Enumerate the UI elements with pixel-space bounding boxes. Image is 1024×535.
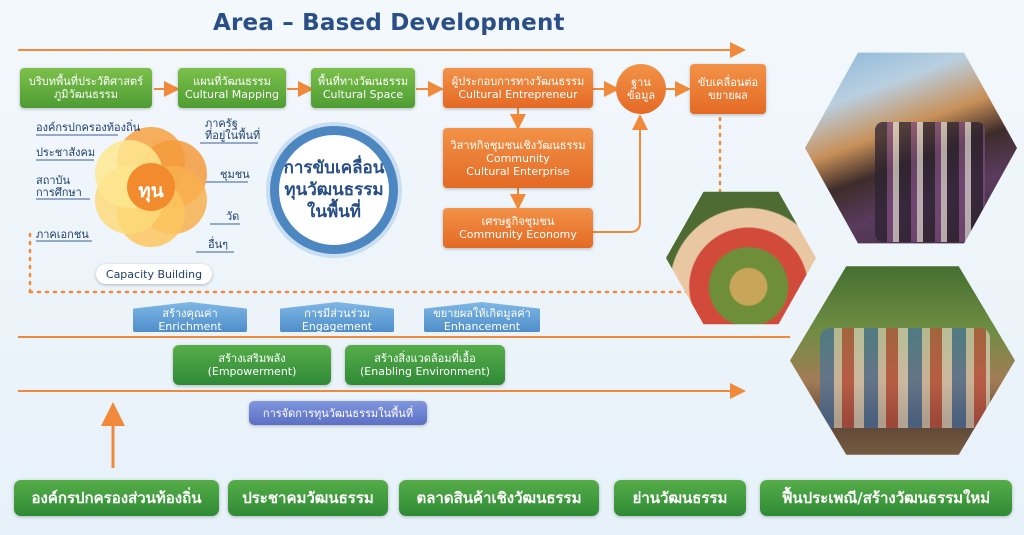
bottom-cultural-market: ตลาดสินค้าเชิงวัฒนธรรม: [399, 480, 599, 516]
capital-label-civil-society: ประชาสังคม: [36, 146, 96, 159]
capital-label-in-area: ที่อยู่ในพื้นที่: [205, 129, 261, 142]
stage-enhancement: ขยายผลให้เกิดมูลค่า Enhancement: [424, 302, 540, 332]
capital-label-education: การศึกษา: [36, 186, 82, 199]
stage-enhancement-th: ขยายผลให้เกิดมูลค่า: [433, 306, 531, 320]
box-empowerment: สร้างเสริมพลัง (Empowerment): [173, 345, 331, 385]
bottom-cultural-community: ประชาคมวัฒนธรรม: [228, 480, 388, 516]
driving-line2: ทุนวัฒนธรรม: [284, 180, 384, 200]
box-enterprise-th: วิสาหกิจชุมชนเชิงวัฒนธรรม: [450, 138, 586, 152]
arrow-up-curve: [593, 114, 648, 233]
driving-line1: การขับเคลื่อน: [283, 158, 385, 178]
box-cultural-entrepreneur: ผู้ประกอบการทางวัฒนธรรม Cultural Entrepr…: [443, 68, 593, 108]
capacity-building-label: Capacity Building: [96, 264, 212, 284]
box-entrepreneur-en: Cultural Entrepreneur: [458, 88, 578, 101]
empower-th: สร้างเสริมพลัง: [218, 352, 286, 365]
box-enterprise-en2: Cultural Enterprise: [466, 164, 570, 178]
driving-line3: ในพื้นที่: [307, 202, 361, 222]
photo-hex-children: [790, 266, 1015, 455]
stage-enhancement-en: Enhancement: [443, 319, 521, 333]
capital-label-temple: วัด: [226, 210, 240, 223]
diagram-title: Area – Based Development: [213, 10, 565, 36]
capital-label-institution: สถาบัน: [36, 174, 71, 187]
driving-capital-circle: การขับเคลื่อน ทุนวัฒนธรรม ในพื้นที่: [270, 126, 398, 254]
box-mapping-th: แผนที่วัฒนธรรม: [193, 75, 271, 88]
box-cultural-enterprise: วิสาหกิจชุมชนเชิงวัฒนธรรม Community Cult…: [443, 128, 593, 188]
box-space-th: พื้นที่ทางวัฒนธรรม: [317, 75, 409, 88]
database-line2: ข้อมูล: [626, 89, 656, 102]
box-cultural-space: พื้นที่ทางวัฒนธรรม Cultural Space: [311, 68, 415, 108]
box-space-en: Cultural Space: [322, 88, 404, 101]
capital-flower: [95, 127, 207, 247]
capital-center-label: ทุน: [138, 180, 164, 202]
drive-line1: ขับเคลื่อนต่อ: [697, 76, 759, 89]
stage-enrichment: สร้างคุณค่า Enrichment: [133, 302, 247, 332]
stage-enrichment-en: Enrichment: [158, 319, 222, 333]
capital-label-private: ภาคเอกชน: [36, 228, 89, 241]
capital-label-others: อื่นๆ: [208, 238, 229, 251]
box-economy-th: เศรษฐกิจชุมชน: [481, 215, 555, 228]
box-capital-management: การจัดการทุนวัฒนธรรมในพื้นที่: [249, 401, 427, 425]
box-drive-expand: ขับเคลื่อนต่อ ขยายผล: [690, 64, 766, 114]
box-enabling-environment: สร้างสิ่งแวดล้อมที่เอื้อ (Enabling Envir…: [345, 345, 505, 385]
capital-label-community: ชุมชน: [220, 168, 250, 181]
label-leaders: [36, 134, 258, 253]
children-figures: [820, 328, 990, 428]
box-cultural-mapping: แผนที่วัฒนธรรม Cultural Mapping: [178, 68, 286, 108]
capital-management-label: การจัดการทุนวัฒนธรรมในพื้นที่: [262, 406, 414, 420]
capital-label-local-gov: องค์กรปกครองท้องถิ่น: [36, 121, 141, 134]
bottom-local-government: องค์กรปกครองส่วนท้องถิ่น: [14, 480, 219, 516]
stage-engagement-en: Engagement: [301, 319, 373, 333]
stage-engagement: การมีส่วนร่วม Engagement: [280, 302, 394, 332]
box-entrepreneur-th: ผู้ประกอบการทางวัฒนธรรม: [451, 75, 585, 88]
empower-en: (Empowerment): [207, 365, 297, 378]
box-historical-th: บริบทพื้นที่ประวัติศาสตร์: [28, 75, 144, 88]
enabling-th: สร้างสิ่งแวดล้อมที่เอื้อ: [374, 352, 476, 365]
stage-enrichment-th: สร้างคุณค่า: [162, 306, 218, 320]
box-historical-th2: ภูมิวัฒนธรรม: [54, 88, 118, 101]
dancer-figures: [875, 122, 985, 242]
database-line1: ฐาน: [631, 76, 651, 89]
bottom-revive-tradition: ฟื้นประเพณี/สร้างวัฒนธรรมใหม่: [760, 480, 1012, 516]
stage-engagement-th: การมีส่วนร่วม: [304, 306, 370, 320]
box-historical-context: บริบทพื้นที่ประวัติศาสตร์ ภูมิวัฒนธรรม: [20, 68, 152, 108]
box-community-economy: เศรษฐกิจชุมชน Community Economy: [443, 208, 593, 248]
box-economy-en: Community Economy: [459, 228, 577, 241]
enabling-en: (Enabling Environment): [359, 365, 491, 378]
drive-line2: ขยายผล: [708, 89, 748, 102]
database-circle: ฐาน ข้อมูล: [616, 64, 666, 114]
capital-label-government: ภาครัฐ: [205, 117, 238, 130]
box-enterprise-en: Community: [486, 151, 550, 165]
box-mapping-en: Cultural Mapping: [184, 88, 279, 101]
bottom-cultural-district: ย่านวัฒนธรรม: [614, 480, 746, 516]
